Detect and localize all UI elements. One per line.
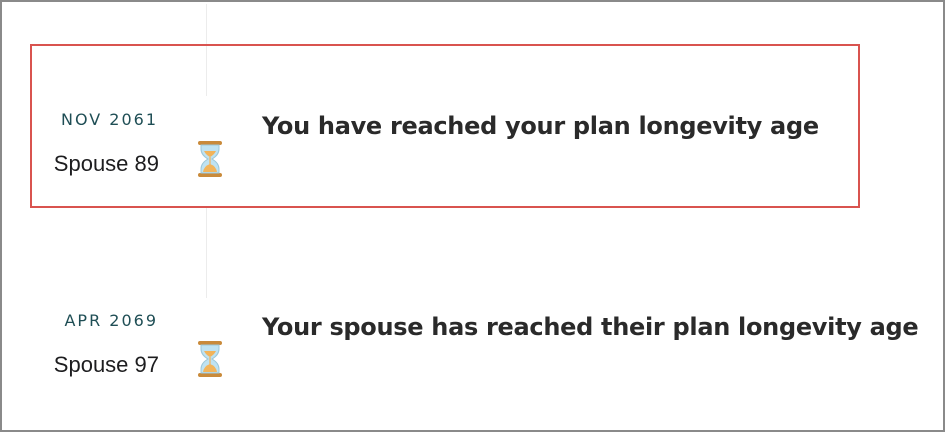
hourglass-icon (192, 139, 228, 179)
highlight-box (30, 44, 860, 208)
event-title: You have reached your plan longevity age (262, 112, 819, 140)
event-date: APR 2069 (64, 311, 158, 330)
timeline-connector (206, 208, 207, 298)
event-age: Spouse 89 (53, 151, 159, 176)
event-date: NOV 2061 (60, 110, 158, 129)
event-age: Spouse 97 (53, 352, 159, 377)
timeline-connector (206, 4, 207, 96)
hourglass-icon (192, 339, 228, 379)
event-title: Your spouse has reached their plan longe… (262, 313, 919, 341)
